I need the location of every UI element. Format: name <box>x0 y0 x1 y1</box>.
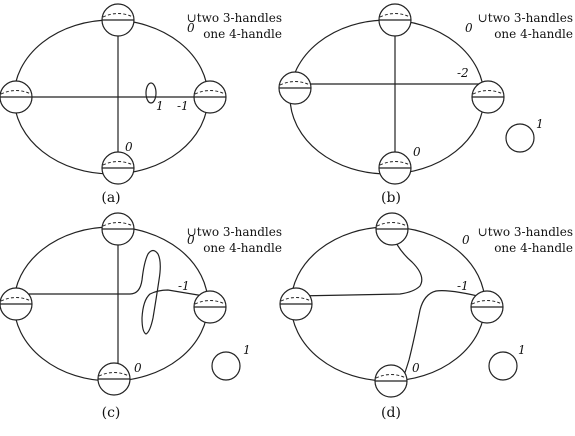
panel-c-bottom-coef: 0 <box>134 361 142 375</box>
panel-b-horizontal-coef: -2 <box>457 66 469 80</box>
panel-d-unknot <box>488 351 518 381</box>
panel-a-handles-line2: one 4-handle <box>203 27 282 41</box>
panel-d-handles-line2: one 4-handle <box>494 241 573 255</box>
panel-c-handles-line2: one 4-handle <box>203 241 282 255</box>
panel-d-ball-top <box>375 212 409 246</box>
panel-b-handles-line2: one 4-handle <box>494 27 573 41</box>
panel-c-ball-bottom <box>97 362 131 396</box>
panel-a-frame-coef: 0 <box>187 21 195 35</box>
panel-b-handles-line1: ∪two 3-handles <box>478 11 573 25</box>
panel-a-small-linking-loop <box>145 82 157 104</box>
panel-a-small-loop-coef: 1 <box>156 99 164 113</box>
panel-b-ball-right <box>471 80 505 114</box>
panel-b-ball-top <box>378 3 412 37</box>
panel-d-ball-right <box>470 290 504 324</box>
panel-b-label: (b) <box>381 190 401 206</box>
panel-b-ball-left <box>278 71 312 105</box>
panel-d-handles-line1: ∪two 3-handles <box>478 225 573 239</box>
panel-c-handles-line1: ∪two 3-handles <box>187 225 282 239</box>
panel-c-outer-circle <box>13 226 209 382</box>
panel-b-bottom-coef: 0 <box>413 145 421 159</box>
panel-d-horizontal-coef: -1 <box>457 279 469 293</box>
panel-c-unknot-coef: 1 <box>243 343 251 357</box>
panel-a-label: (a) <box>101 190 120 206</box>
panel-a-horizontal-coef: -1 <box>177 99 189 113</box>
panel-c: 0 -1 1 0 ∪two 3-handles one 4-handle (c) <box>0 212 282 421</box>
panel-d-bottom-coef: 0 <box>412 361 420 375</box>
panel-d-unknot-coef: 1 <box>518 343 526 357</box>
panel-a-ball-left <box>0 80 33 114</box>
panel-d-label: (d) <box>381 405 401 421</box>
panel-a: 0 -1 1 0 ∪two 3-handles one 4-handle (a) <box>0 3 282 206</box>
panel-a-bottom-coef: 0 <box>125 140 133 154</box>
panel-b-ball-bottom <box>378 151 412 185</box>
panel-c-ball-left <box>0 287 33 321</box>
panel-d: 0 -1 1 0 ∪two 3-handles one 4-handle (d) <box>279 212 573 421</box>
panel-c-ball-right <box>193 290 227 324</box>
panel-a-ball-right <box>193 80 227 114</box>
panel-a-ball-bottom <box>101 151 135 185</box>
panel-d-ball-bottom <box>374 364 408 398</box>
panel-b-unknot <box>505 123 535 153</box>
panel-c-twisted-strand <box>16 249 211 335</box>
panel-d-frame-coef: 0 <box>462 233 470 247</box>
panel-b-frame-coef: 0 <box>465 21 473 35</box>
panel-c-ball-top <box>101 212 135 246</box>
panel-c-label: (c) <box>102 405 121 421</box>
panel-b: 0 -2 1 0 ∪two 3-handles one 4-handle (b) <box>278 3 573 206</box>
panel-a-ball-top <box>101 3 135 37</box>
panel-b-unknot-coef: 1 <box>536 117 544 131</box>
panel-c-frame-coef: 0 <box>187 233 195 247</box>
panel-d-ball-left <box>279 287 313 321</box>
panel-c-horizontal-coef: -1 <box>178 279 190 293</box>
panel-c-unknot <box>211 351 241 381</box>
panel-d-lower-strand <box>401 290 487 382</box>
panel-d-left-strand <box>295 233 423 297</box>
panel-d-outer-circle <box>290 226 486 382</box>
panel-a-handles-line1: ∪two 3-handles <box>187 11 282 25</box>
panel-b-outer-circle <box>289 19 485 175</box>
